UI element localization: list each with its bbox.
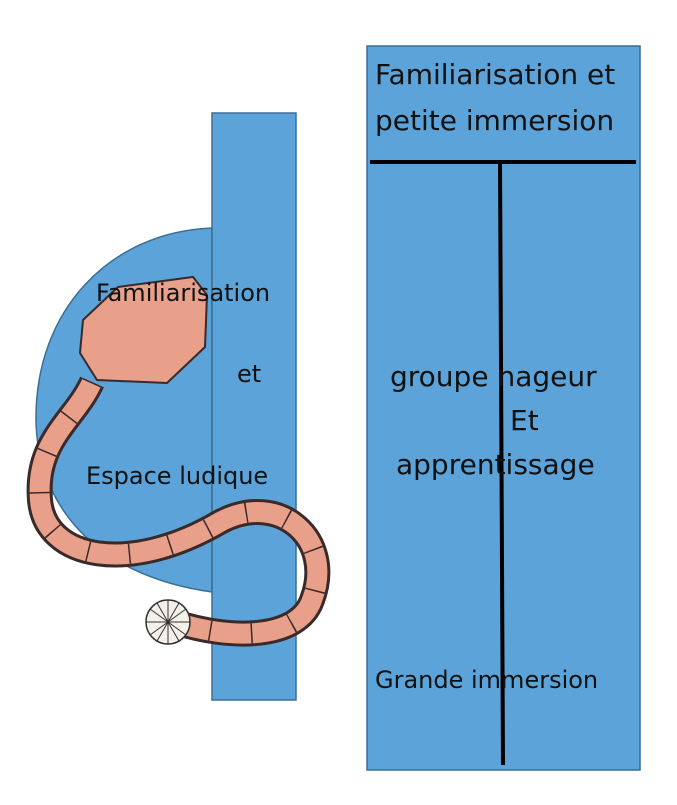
right-top-label-1: Familiarisation et bbox=[375, 58, 616, 91]
right-top-label-2: petite immersion bbox=[375, 104, 615, 137]
play-area-octagon bbox=[78, 275, 209, 385]
right-middle-label-3: apprentissage bbox=[396, 448, 595, 481]
right-middle-label-2: Et bbox=[510, 404, 539, 437]
left-label-familiarisation: Familiarisation bbox=[96, 279, 271, 307]
left-pool-lane bbox=[211, 112, 297, 701]
right-middle-label-1: groupe nageur bbox=[390, 360, 597, 393]
left-label-et: et bbox=[237, 360, 262, 388]
left-label-espace-ludique: Espace ludique bbox=[86, 462, 269, 490]
right-bottom-label: Grande immersion bbox=[375, 666, 599, 694]
slide bbox=[29, 377, 328, 644]
left-pool bbox=[26, 112, 331, 701]
spiral-icon bbox=[145, 599, 191, 645]
lane-divider-line bbox=[498, 161, 505, 766]
right-pool bbox=[366, 45, 641, 771]
